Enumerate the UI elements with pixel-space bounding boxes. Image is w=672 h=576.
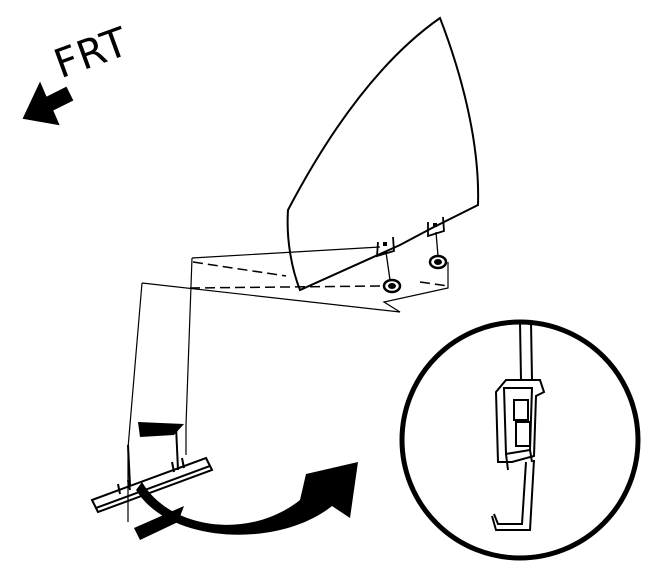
front-direction-arrow-icon bbox=[22, 81, 74, 126]
rotation-arrow-icon bbox=[136, 462, 358, 535]
glass-mounting-tab-front bbox=[376, 236, 395, 258]
dashed-projection-lines bbox=[189, 261, 449, 289]
regulator-sash-channel bbox=[90, 425, 214, 514]
locator-arrow-upper-icon bbox=[138, 422, 184, 437]
window-glass-panel bbox=[286, 16, 480, 292]
glass-bushing-front bbox=[382, 278, 402, 294]
channel-cross-section-detail bbox=[491, 321, 546, 531]
glass-bushing-rear bbox=[428, 254, 448, 270]
